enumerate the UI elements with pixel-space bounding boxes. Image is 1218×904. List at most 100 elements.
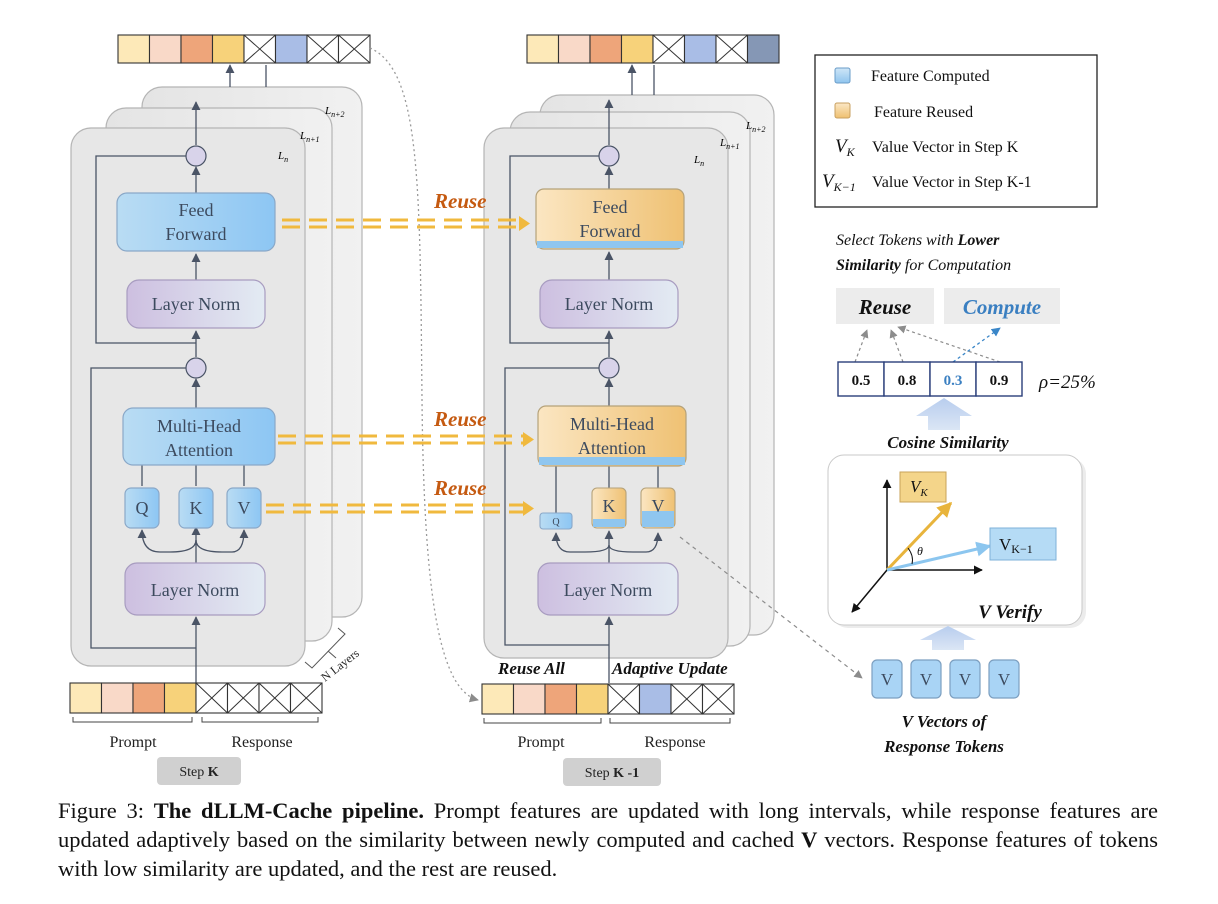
reuse-label-ff: Reuse <box>433 189 487 213</box>
svg-text:Step K -1: Step K -1 <box>585 766 639 781</box>
right-input-token-cell <box>512 683 546 715</box>
left-input-token-cross-b <box>195 682 228 714</box>
left-label-ln2: Ln+2 <box>324 105 345 119</box>
right-response-label: Response <box>644 734 705 751</box>
right-output-token-cross-b <box>652 34 685 64</box>
right-output-token-row <box>526 34 780 64</box>
right-step-badge: Step K -1 <box>563 758 661 786</box>
select-tokens-line1: Select Tokens with Lower <box>836 232 1000 249</box>
right-ln-bottom-label: Layer Norm <box>564 580 652 600</box>
left-mha-line1: Multi-Head <box>157 416 241 436</box>
left-qkv: Q K V <box>124 487 262 529</box>
right-mha-block: Multi-Head Attention <box>537 405 687 467</box>
selection-arrows <box>854 325 1001 363</box>
left-ln-bottom-label: Layer Norm <box>151 580 239 600</box>
right-input-token-cell <box>481 683 515 715</box>
score-value: 0.9 <box>990 373 1009 389</box>
left-prompt-bracket <box>72 717 193 723</box>
legend-vk1-symbol: VK−1 <box>822 171 856 194</box>
reuse-arrows <box>266 216 534 516</box>
left-layer-norm-bottom: Layer Norm <box>124 562 266 616</box>
left-connections <box>90 64 267 685</box>
verify-up-arrow <box>920 626 976 650</box>
left-input-token-cross-b <box>258 682 291 714</box>
caption-figure: Figure 3: <box>58 798 154 823</box>
left-response-bracket <box>201 717 319 723</box>
left-ff-line2: Forward <box>166 224 227 244</box>
caption-v: V <box>801 827 818 852</box>
legend-reused-label: Feature Reused <box>874 104 973 121</box>
reuse-label-qkv: Reuse <box>433 476 487 500</box>
legend-box: Feature Computed Feature Reused VK Value… <box>814 54 1098 208</box>
left-output-token-cell <box>211 34 245 64</box>
v-vectors-label-line2: Response Tokens <box>883 737 1004 756</box>
left-output-token-cell <box>274 34 308 64</box>
right-output-token-cell <box>620 34 654 64</box>
v-vectors-label-line1: V Vectors of <box>902 712 989 731</box>
right-label-ln: Ln <box>693 154 704 168</box>
rho-label: ρ=25% <box>1038 372 1096 393</box>
left-output-token-cell <box>180 34 214 64</box>
right-input-token-row <box>481 683 735 715</box>
vk1-tag-label: VK−1 <box>999 535 1033 556</box>
n-layers-label: N Layers <box>318 646 362 685</box>
left-output-token-cell <box>117 34 151 64</box>
right-output-token-cell <box>589 34 623 64</box>
right-label-ln2: Ln+2 <box>745 120 766 134</box>
caption-body2: vectors. Response features of tokens wit… <box>58 827 1158 881</box>
score-cell <box>975 361 1023 397</box>
left-output-token-cross-b <box>306 34 339 64</box>
right-layer-norm-bottom: Layer Norm <box>537 562 679 616</box>
left-add-bottom <box>185 357 207 379</box>
right-input-token-cell <box>638 683 672 715</box>
legend-computed-swatch <box>834 67 851 84</box>
right-output-token-cross-b <box>715 34 748 64</box>
left-mha-block: Multi-Head Attention <box>122 407 276 466</box>
v-to-vvectors-arrow <box>679 536 863 679</box>
right-add-top <box>598 145 620 167</box>
v-vector-label: V <box>959 670 972 689</box>
panel-reuse-label: Reuse <box>858 295 912 319</box>
left-label-ln: Ln <box>277 150 288 164</box>
axis-z <box>851 569 888 613</box>
left-ln-top-label: Layer Norm <box>152 294 240 314</box>
score-value: 0.5 <box>852 373 871 389</box>
left-input-token-cell <box>132 682 166 714</box>
right-input-token-cross-b <box>607 683 640 715</box>
panel-compute-chip <box>944 288 1060 324</box>
right-ff-line1: Feed <box>593 197 628 217</box>
right-input-token-cross-b <box>670 683 703 715</box>
right-input-token-cell <box>544 683 578 715</box>
left-output-token-cross-b <box>338 34 371 64</box>
score-cell <box>929 361 977 397</box>
right-q-label: Q <box>552 517 560 528</box>
left-response-label: Response <box>231 734 292 751</box>
vk-vector <box>885 501 953 572</box>
v-verify-label: V Verify <box>978 602 1042 623</box>
v-verify-panel: θ VK VK−1 V Verify <box>827 454 1086 628</box>
left-layer-norm-top: Layer Norm <box>126 279 266 329</box>
left-mha-line2: Attention <box>165 440 233 460</box>
left-k-box <box>178 487 214 529</box>
right-k-label: K <box>603 496 616 516</box>
panel-reuse-chip <box>836 288 934 324</box>
v-vector-box <box>988 659 1020 699</box>
left-output-token-cell <box>148 34 182 64</box>
right-output-token-cell <box>683 34 717 64</box>
reuse-label-mha: Reuse <box>433 407 487 431</box>
v-vector-label: V <box>881 670 894 689</box>
vk1-tag <box>989 527 1057 561</box>
right-input-token-cell <box>575 683 609 715</box>
v-vector-box <box>871 659 903 699</box>
cosine-similarity-label: Cosine Similarity <box>887 433 1009 452</box>
left-add-top <box>185 145 207 167</box>
left-output-token-cross-b <box>243 34 276 64</box>
right-add-bottom <box>598 357 620 379</box>
caption-body1: Prompt features are updated with long in… <box>58 798 1158 852</box>
right-mha-line1: Multi-Head <box>570 414 654 434</box>
right-output-token-cell <box>746 34 780 64</box>
vk-tag <box>899 471 947 503</box>
dllm-cache-pipeline-diagram: Ln+2 Ln+1 Ln Feed Forward Layer Norm Mul… <box>69 34 1098 786</box>
